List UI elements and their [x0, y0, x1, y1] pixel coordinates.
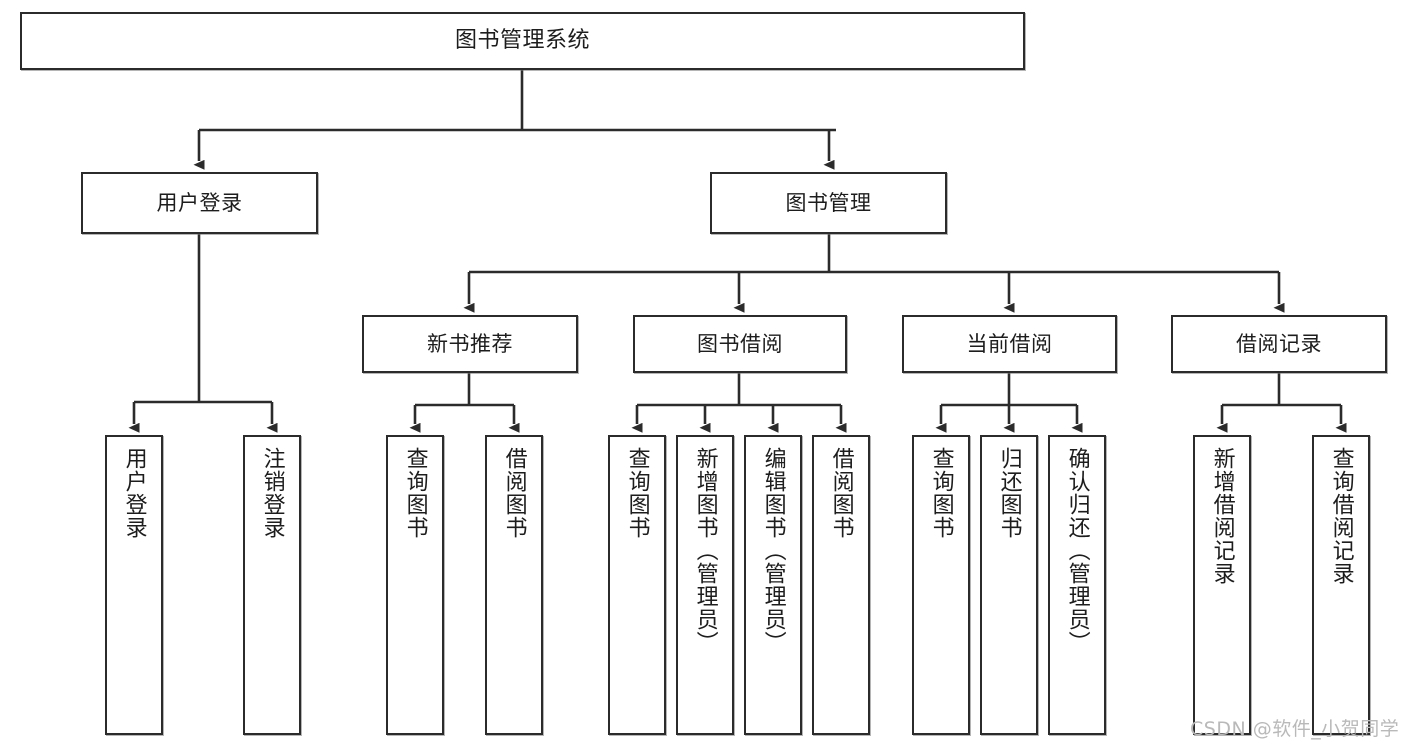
node-label: 借阅图书: [828, 447, 854, 539]
node-label: 用户登录: [156, 190, 243, 215]
node-label: 图书借阅: [697, 331, 783, 356]
node-label: 编辑图书（管理员）: [760, 447, 786, 654]
leaf-user-logout[interactable]: 注销登录: [243, 435, 301, 735]
node-book-management[interactable]: 图书管理: [710, 172, 947, 234]
node-borrowing-record[interactable]: 借阅记录: [1171, 315, 1387, 373]
node-label: 当前借阅: [966, 331, 1053, 356]
node-label: 新书推荐: [427, 331, 513, 356]
leaf-query-book-new-rec[interactable]: 查询图书: [386, 435, 444, 735]
leaf-borrow-book[interactable]: 借阅图书: [812, 435, 870, 735]
node-book-borrowing[interactable]: 图书借阅: [633, 315, 847, 373]
node-label: 注销登录: [259, 447, 285, 539]
node-label: 用户登录: [121, 447, 147, 539]
node-label: 确认归还（管理员）: [1064, 447, 1090, 654]
node-label: 新增图书（管理员）: [692, 447, 718, 654]
node-label: 查询图书: [402, 447, 428, 539]
node-label: 借阅图书: [501, 447, 527, 539]
leaf-add-borrow-record[interactable]: 新增借阅记录: [1193, 435, 1251, 735]
leaf-query-borrow-record[interactable]: 查询借阅记录: [1312, 435, 1370, 735]
node-label: 图书管理: [785, 190, 872, 215]
node-new-book-recommendation[interactable]: 新书推荐: [362, 315, 578, 373]
csdn-watermark: CSDN @软件_小贺同学: [1190, 718, 1400, 740]
leaf-return-book[interactable]: 归还图书: [980, 435, 1038, 735]
node-label: 查询借阅记录: [1328, 447, 1354, 585]
leaf-add-book-admin[interactable]: 新增图书（管理员）: [676, 435, 734, 735]
leaf-edit-book-admin[interactable]: 编辑图书（管理员）: [744, 435, 802, 735]
leaf-query-book-current[interactable]: 查询图书: [912, 435, 970, 735]
node-user-login[interactable]: 用户登录: [81, 172, 318, 234]
node-label: 归还图书: [996, 447, 1022, 539]
leaf-query-book-borrow[interactable]: 查询图书: [608, 435, 666, 735]
node-label: 借阅记录: [1236, 331, 1322, 356]
node-label: 图书管理系统: [454, 28, 590, 54]
node-label: 查询图书: [928, 447, 954, 539]
node-current-borrowing[interactable]: 当前借阅: [902, 315, 1117, 373]
leaf-user-login[interactable]: 用户登录: [105, 435, 163, 735]
leaf-borrow-book-new-rec[interactable]: 借阅图书: [485, 435, 543, 735]
node-label: 查询图书: [624, 447, 650, 539]
node-root-book-management-system[interactable]: 图书管理系统: [20, 12, 1025, 70]
node-label: 新增借阅记录: [1209, 447, 1235, 585]
leaf-confirm-return-admin[interactable]: 确认归还（管理员）: [1048, 435, 1106, 735]
